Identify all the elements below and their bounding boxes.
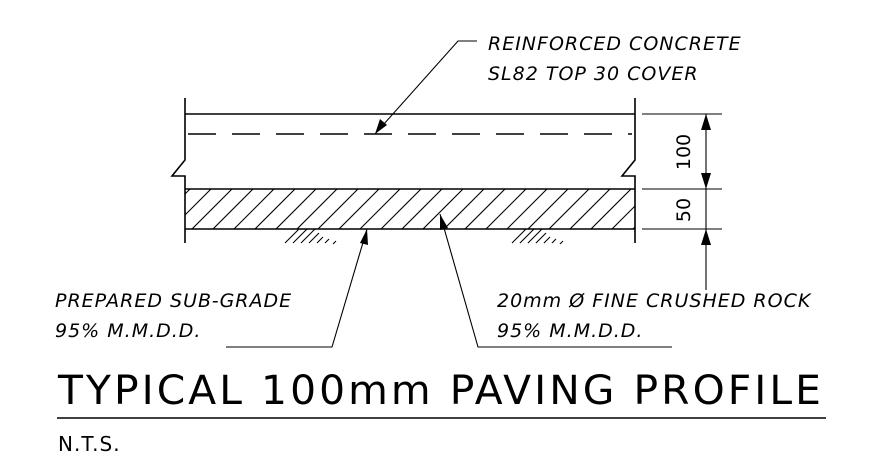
crushed-rock-base <box>185 189 736 230</box>
hatch-line <box>464 189 506 229</box>
hatch-line <box>401 189 443 229</box>
hatch-line <box>212 189 254 229</box>
hatch-line <box>254 189 296 229</box>
hatch-line <box>611 205 635 229</box>
leader-fine-crushed-rock <box>439 213 672 348</box>
concrete-slab <box>170 98 636 243</box>
scale-note: N.T.S. <box>58 432 121 456</box>
hatch-line <box>443 189 485 229</box>
hatch-line <box>338 189 380 229</box>
base-dimension: 50 <box>673 198 695 222</box>
hatch-line <box>191 189 233 229</box>
label-fine-crushed-rock-line2: 95% M.M.D.D. <box>497 320 643 342</box>
label-prepared-subgrade-line2: 95% M.M.D.D. <box>55 320 201 342</box>
hatch-line <box>422 189 464 229</box>
right-break-line <box>620 98 636 243</box>
hatch-line <box>506 189 548 229</box>
label-fine-crushed-rock-line1: 20mm Ø FINE CRUSHED ROCK <box>497 290 812 312</box>
hatch-line <box>359 189 401 229</box>
label-reinforced-concrete-line1: REINFORCED CONCRETE <box>488 33 742 55</box>
hatch-line <box>632 226 635 229</box>
base-hatching <box>185 189 736 229</box>
leader-prepared-subgrade <box>226 228 368 348</box>
hatch-line <box>527 189 569 229</box>
slab-dimension: 100 <box>673 134 695 170</box>
dimension-lines <box>642 113 722 290</box>
hatch-line <box>185 189 191 195</box>
hatch-line <box>317 189 359 229</box>
hatch-line <box>296 189 338 229</box>
hatch-line <box>548 189 590 229</box>
label-reinforced-concrete-line2: SL82 TOP 30 COVER <box>488 63 699 85</box>
left-break-line <box>170 98 186 243</box>
hatch-line <box>275 189 317 229</box>
leader-reinforced-concrete <box>374 40 477 135</box>
hatch-line <box>380 189 422 229</box>
hatch-line <box>696 189 736 229</box>
hatch-line <box>485 189 527 229</box>
hatch-line <box>233 189 275 229</box>
hatch-line <box>185 189 212 216</box>
hatch-line <box>590 189 632 229</box>
subgrade-symbol-right <box>511 228 564 245</box>
drawing-title: TYPICAL 100mm PAVING PROFILE <box>57 368 824 414</box>
label-prepared-subgrade-line1: PREPARED SUB-GRADE <box>55 290 292 312</box>
hatch-line <box>569 189 611 229</box>
subgrade-symbol-left <box>284 228 337 245</box>
